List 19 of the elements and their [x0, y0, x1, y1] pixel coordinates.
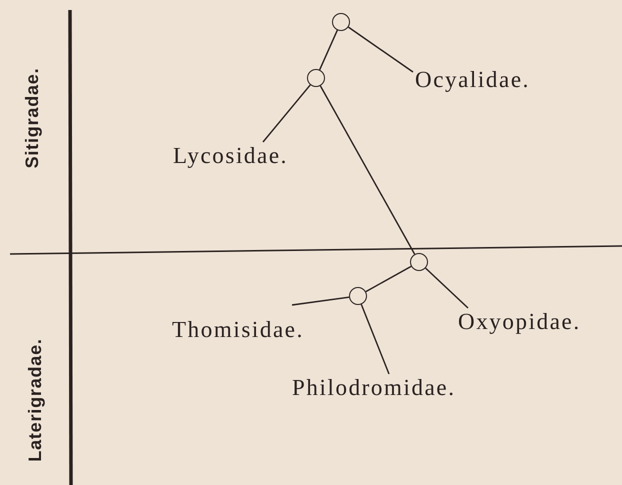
taxon-name: Lycosidae. [173, 144, 288, 167]
branch-line [319, 30, 338, 70]
group-label: Laterigradae. [26, 338, 44, 462]
taxon-name: Oxyopidae. [458, 310, 581, 333]
branch-line [262, 84, 311, 142]
branch-line [425, 268, 468, 309]
taxon-name: Ocyalidae. [415, 68, 530, 91]
branch-line [320, 86, 416, 254]
branch-line [360, 304, 390, 374]
branch-line [366, 266, 412, 292]
branch-node-circle [307, 69, 325, 87]
branch-line [292, 296, 350, 306]
branch-line [348, 26, 414, 73]
branch-node-circle [332, 13, 350, 31]
group-label: Sitigradae. [23, 68, 41, 168]
taxon-name: Thomisidae. [172, 318, 304, 341]
branch-node-circle [349, 287, 367, 305]
taxon-name: Philodromidae. [292, 376, 456, 399]
branch-node-circle [410, 253, 428, 271]
